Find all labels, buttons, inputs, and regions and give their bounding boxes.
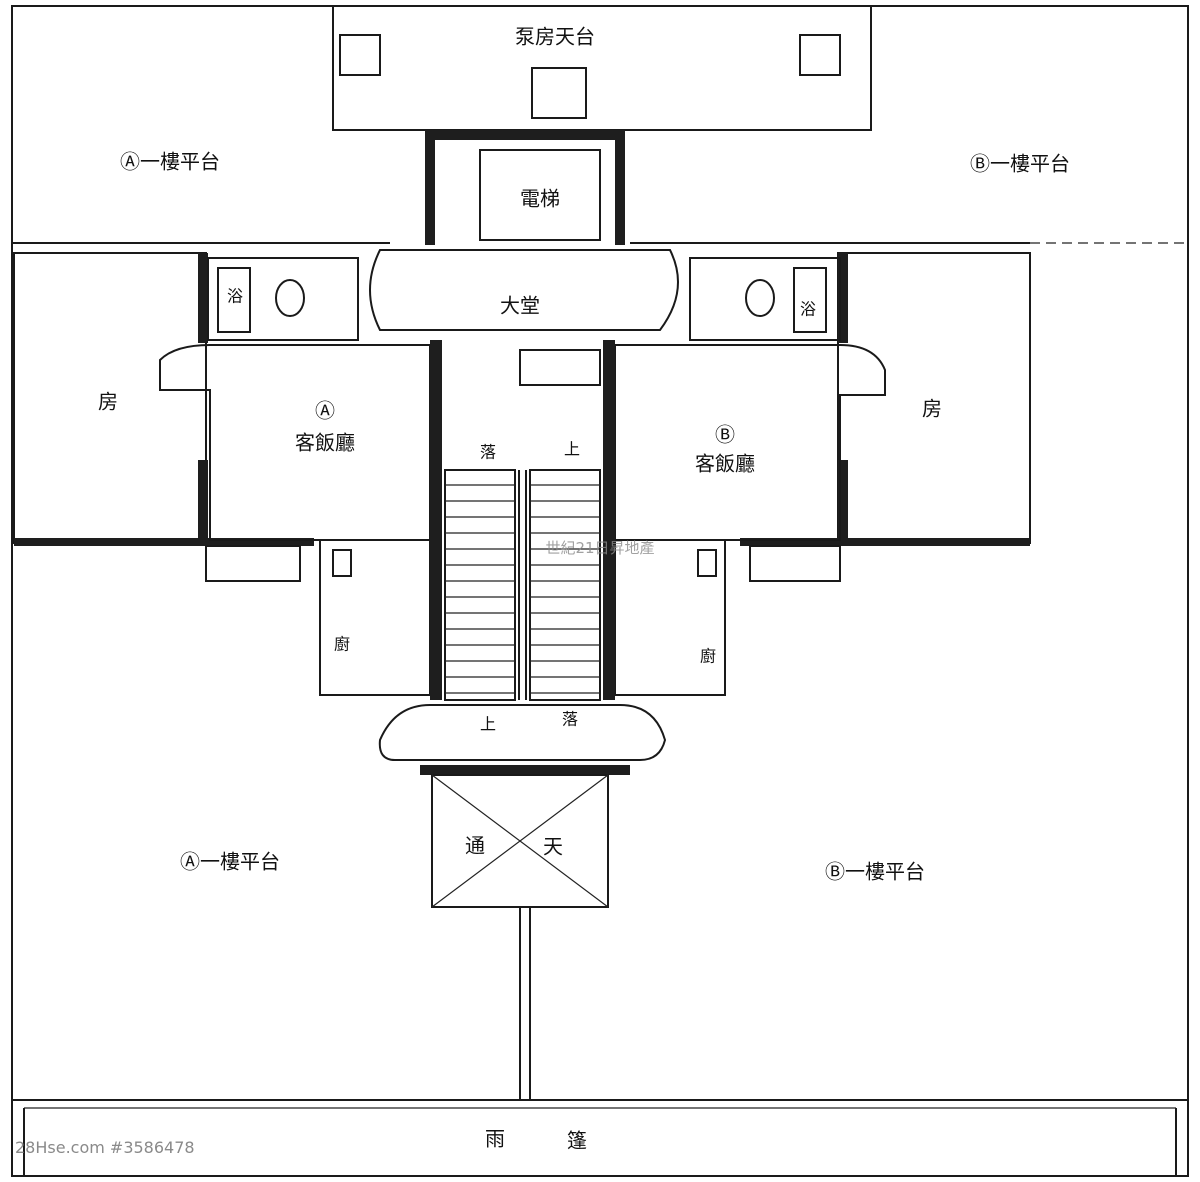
label-light-well: 通 <box>465 834 485 858</box>
label-stair-down: 落 <box>562 710 578 729</box>
living-dining-b <box>614 344 886 541</box>
wall <box>198 460 208 545</box>
bathtub <box>217 267 251 333</box>
label-bath-a: 浴 <box>227 287 243 306</box>
label-room-b: 房 <box>922 397 942 421</box>
wall <box>198 253 208 343</box>
label-unit-a: Ⓐ <box>315 399 335 423</box>
label-terrace-a-bottom: Ⓐ一樓平台 <box>180 850 280 874</box>
light-well-cross <box>431 774 609 908</box>
stair-treads <box>445 484 600 694</box>
credit-text: 28Hse.com #3586478 <box>15 1138 195 1157</box>
wall <box>740 538 1030 546</box>
lobby <box>369 249 679 331</box>
wall <box>838 253 848 343</box>
vent <box>799 34 841 76</box>
balcony <box>749 545 841 582</box>
label-room-a: 房 <box>98 390 118 414</box>
wall <box>420 765 630 775</box>
vent <box>531 67 587 119</box>
label-lobby: 大堂 <box>500 294 540 318</box>
wall <box>430 340 442 700</box>
kitchen-a <box>319 539 431 696</box>
sink <box>697 549 717 577</box>
label-living-a: 客飯廳 <box>295 431 355 455</box>
pump-room-roof <box>332 5 872 131</box>
label-terrace-b-top: Ⓑ一樓平台 <box>970 152 1070 176</box>
bathroom-a <box>207 257 359 341</box>
label-unit-b: Ⓑ <box>715 423 735 447</box>
label-lift: 電梯 <box>520 187 560 211</box>
label-kitchen-a: 廚 <box>334 635 350 654</box>
sink <box>332 549 352 577</box>
kitchen-b <box>614 539 726 696</box>
toilet <box>275 279 305 317</box>
watermark: 世紀21日昇地產 <box>545 539 654 557</box>
wall <box>603 340 615 700</box>
light-well <box>431 774 609 908</box>
living-dining-a <box>159 344 431 541</box>
wall <box>425 130 435 245</box>
duct <box>519 349 601 386</box>
label-terrace-a-top: Ⓐ一樓平台 <box>120 150 220 174</box>
label-living-b: 客飯廳 <box>695 452 755 476</box>
vent <box>339 34 381 76</box>
wall <box>14 538 314 546</box>
label-light-well: 天 <box>543 835 563 859</box>
staircase <box>444 469 601 701</box>
label-stair-up: 上 <box>480 715 496 734</box>
stair-landing <box>378 704 667 761</box>
label-pump-room-roof: 泵房天台 <box>515 25 595 49</box>
wall <box>838 460 848 545</box>
label-terrace-b-bottom: Ⓑ一樓平台 <box>825 860 925 884</box>
wall <box>425 130 625 140</box>
label-canopy: 篷 <box>567 1129 587 1153</box>
toilet <box>745 279 775 317</box>
label-bath-b: 浴 <box>800 300 816 319</box>
label-canopy: 雨 <box>485 1127 505 1151</box>
bathtub <box>793 267 827 333</box>
lift-shaft <box>479 149 601 241</box>
balcony <box>205 545 301 582</box>
bathroom-b <box>689 257 841 341</box>
wall <box>615 130 625 245</box>
label-stair-down: 落 <box>480 443 496 462</box>
label-stair-up: 上 <box>564 440 580 459</box>
label-kitchen-b: 廚 <box>700 647 716 666</box>
